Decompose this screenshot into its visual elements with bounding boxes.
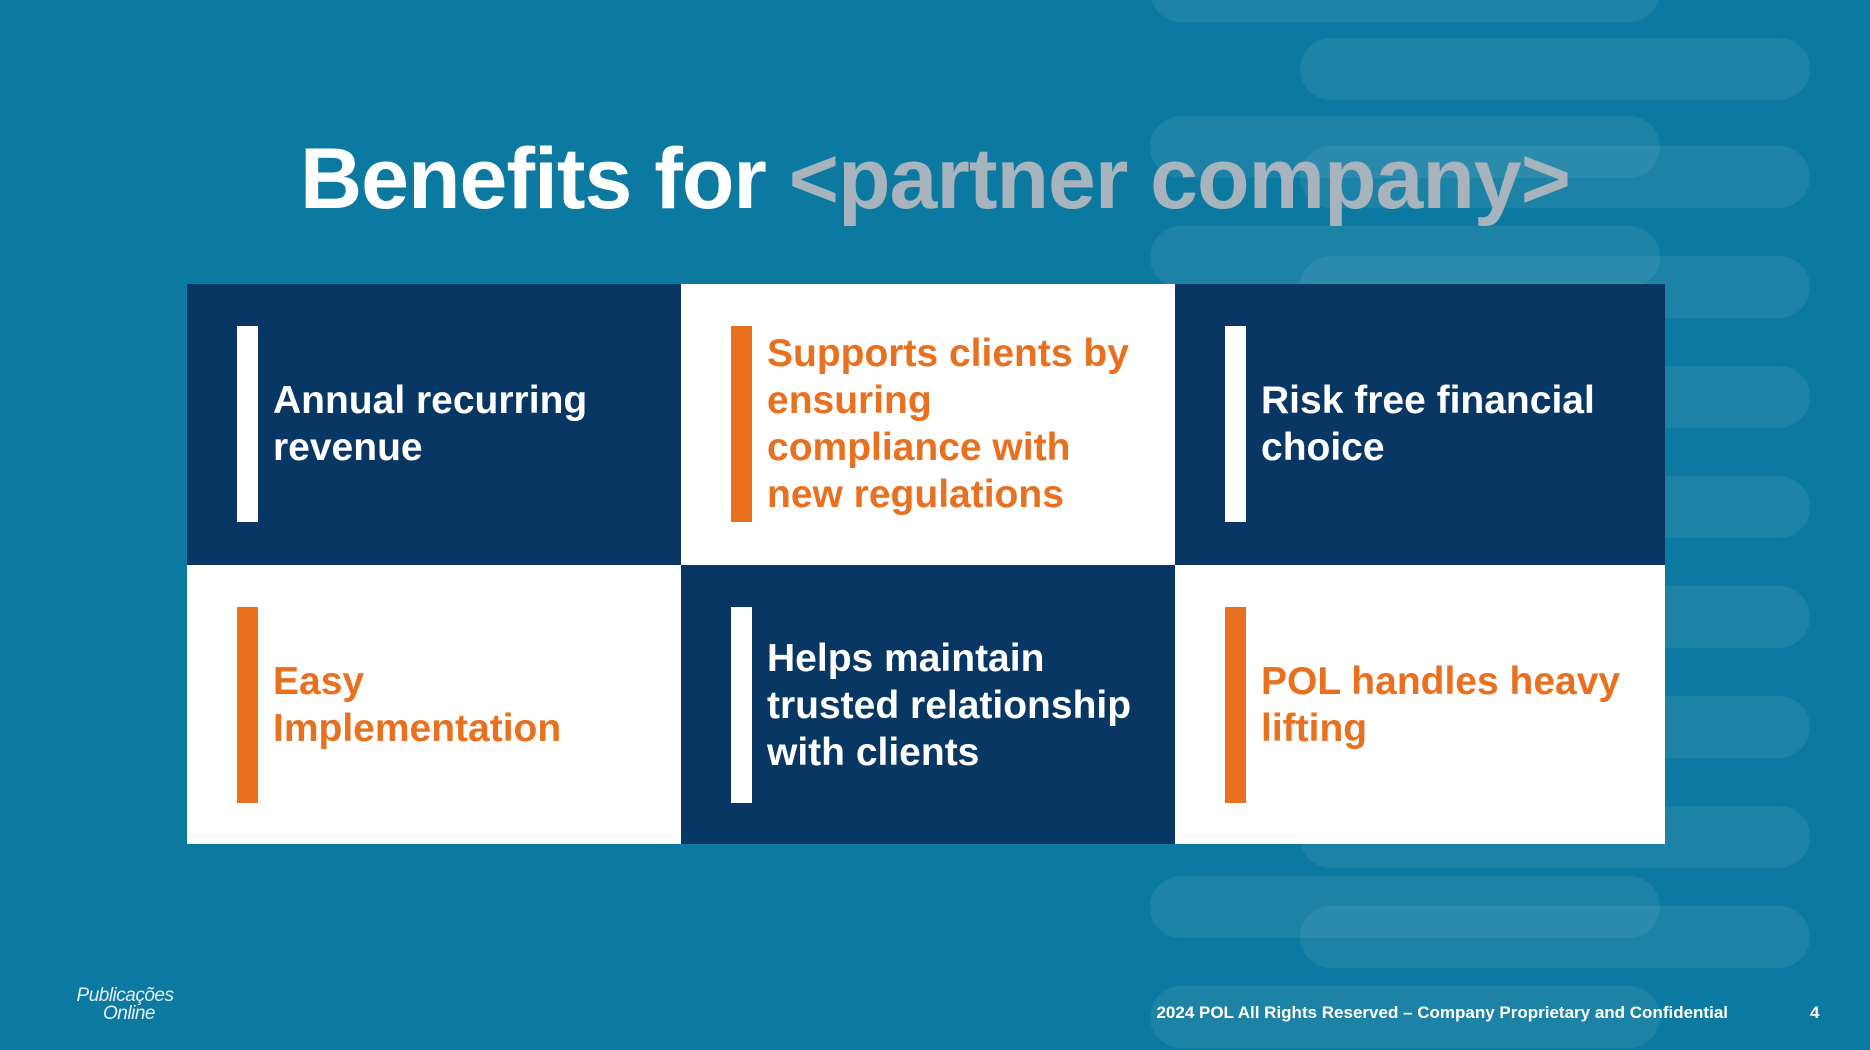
logo-line-1: Publicações <box>76 985 174 1006</box>
benefit-card-easy-implementation: Easy Implementation <box>187 565 681 844</box>
benefit-card-heavy-lifting: POL handles heavy lifting <box>1175 565 1665 844</box>
benefit-text: POL handles heavy lifting <box>1261 660 1621 750</box>
accent-bar <box>731 607 752 803</box>
publicacoes-online-logo: Publicações Online <box>70 985 180 1024</box>
page-number: 4 <box>1810 1003 1820 1022</box>
benefit-text: Supports clients by ensuring compliance … <box>767 332 1129 516</box>
benefit-text: Helps maintain trusted relationship with… <box>767 636 1132 774</box>
accent-bar <box>1225 607 1246 803</box>
benefit-text: Risk free financial choice <box>1261 379 1595 469</box>
benefit-text: Easy Implementation <box>273 660 562 750</box>
benefit-text: Annual recurring revenue <box>273 379 588 469</box>
accent-bar <box>237 607 258 803</box>
benefits-grid: Annual recurring revenue Supports client… <box>187 284 1665 844</box>
benefit-card-compliance: Supports clients by ensuring compliance … <box>681 284 1175 565</box>
benefit-card-trusted-relationship: Helps maintain trusted relationship with… <box>681 565 1175 844</box>
benefit-card-annual-recurring-revenue: Annual recurring revenue <box>187 284 681 565</box>
footer-copyright: 2024 POL All Rights Reserved – Company P… <box>1156 1003 1728 1022</box>
slide-title: Benefits for <partner company> <box>0 128 1870 231</box>
accent-bar <box>731 326 752 522</box>
title-accent: <partner company> <box>788 131 1571 227</box>
benefit-card-risk-free: Risk free financial choice <box>1175 284 1665 565</box>
title-main: Benefits for <box>300 131 789 227</box>
logo-line-2: Online <box>103 1003 155 1024</box>
accent-bar <box>237 326 258 522</box>
accent-bar <box>1225 326 1246 522</box>
